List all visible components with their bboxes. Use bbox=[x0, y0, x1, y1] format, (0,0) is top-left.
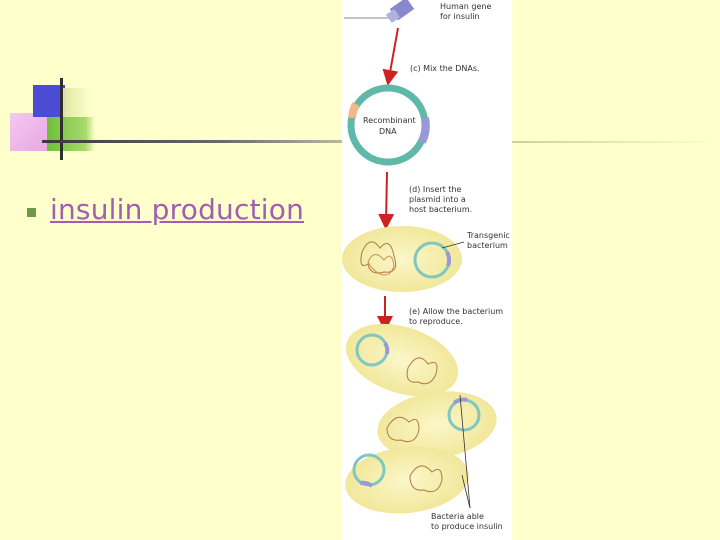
label-step-e-line1: (e) Allow the bacterium bbox=[409, 307, 503, 316]
label-step-e-line2: to reproduce. bbox=[409, 317, 463, 326]
label-recombinant-line1: Recombinant bbox=[363, 116, 416, 125]
recombinant-plasmid bbox=[351, 88, 425, 162]
label-gene-line2: for insulin bbox=[440, 12, 480, 21]
bullet-icon bbox=[27, 208, 36, 217]
insulin-diagram: Human gene for insulin (c) Mix the DNAs.… bbox=[342, 0, 512, 540]
insulin-production-link[interactable]: insulin production bbox=[50, 193, 304, 226]
transgenic-bacterium bbox=[342, 226, 462, 292]
label-step-d-line3: host bacterium. bbox=[409, 205, 472, 214]
label-step-c: (c) Mix the DNAs. bbox=[410, 64, 480, 73]
arrow-to-recombinant bbox=[389, 28, 398, 78]
label-step-d-line2: plasmid into a bbox=[409, 195, 466, 204]
decor-vertical-line bbox=[60, 78, 63, 160]
label-gene-line1: Human gene bbox=[440, 2, 491, 11]
label-able-line1: Bacteria able bbox=[431, 512, 484, 521]
plasmid-gene-segment bbox=[422, 118, 426, 142]
plasmid-copy-1-gene bbox=[385, 343, 387, 354]
label-transgenic-line2: bacterium bbox=[467, 241, 508, 250]
label-step-d-line1: (d) Insert the bbox=[409, 185, 462, 194]
label-recombinant-line2: DNA bbox=[379, 127, 397, 136]
arrow-to-transgenic bbox=[386, 172, 387, 222]
label-able-line2: to produce insulin bbox=[431, 522, 503, 531]
decor-horizontal-line-right bbox=[510, 141, 720, 143]
label-transgenic-line1: Transgenic bbox=[466, 231, 510, 240]
plasmid-insert-segment bbox=[352, 104, 356, 118]
plasmid-gene-marker bbox=[447, 252, 449, 266]
decor-horizontal-line bbox=[42, 140, 342, 143]
insulin-diagram-figure: Human gene for insulin (c) Mix the DNAs.… bbox=[342, 0, 512, 540]
decor-square-faded bbox=[63, 88, 91, 118]
decor-square-green bbox=[47, 117, 95, 151]
